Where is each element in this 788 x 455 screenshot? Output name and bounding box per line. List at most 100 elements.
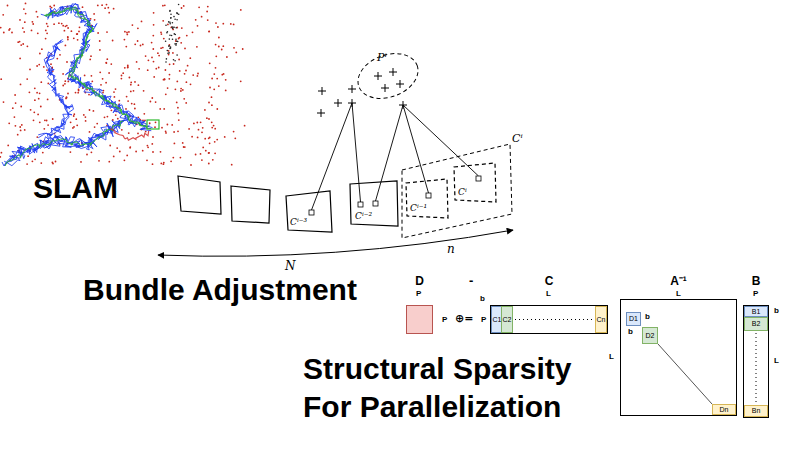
map-point [208,152,210,154]
cell-label: Cn [597,316,606,324]
map-point [133,90,135,92]
map-point [19,126,21,128]
map-point [77,92,79,94]
map-point [127,67,129,69]
map-point [204,109,206,111]
map-point [45,30,47,32]
point-set-ellipse: Pⁱ [355,50,421,102]
map-point [36,136,38,138]
map-point [30,109,32,111]
map-point [190,164,192,166]
map-point [128,132,130,134]
slam-point-cloud [0,3,246,167]
map-point [125,46,127,48]
map-point [1,152,3,154]
map-point [85,116,87,118]
map-point [233,24,235,26]
map-point [8,122,10,124]
map-point [138,68,140,70]
map-point [46,23,48,25]
map-point [67,93,69,95]
map-point [62,73,64,75]
map-point [163,79,165,81]
map-point [175,34,177,36]
map-point [161,127,163,129]
map-point [143,113,145,115]
cell-label: C1 [493,316,502,324]
map-point [124,67,126,69]
map-point [0,78,2,80]
dimension-label: n [447,242,455,256]
map-point [209,62,211,64]
map-point [164,4,166,6]
map-point [164,78,166,80]
map-point [169,44,171,46]
map-point [67,27,69,29]
map-point [158,67,160,69]
map-point [172,22,174,24]
map-point [37,16,39,18]
map-point [42,152,44,154]
slam-trajectory [45,4,149,127]
camera-frame: Cⁱ [453,162,497,204]
map-point [174,143,176,145]
map-point [34,87,36,89]
map-point [202,147,204,149]
map-point [178,38,180,40]
map-point [90,55,92,57]
map-point [15,102,17,104]
map-point [180,157,182,159]
map-point [172,39,174,41]
map-point [169,48,171,50]
map-point [153,61,155,63]
map-point [78,31,80,33]
map-point [225,90,227,92]
map-point [200,121,202,123]
map-point [152,151,154,153]
map-point [65,45,67,47]
camera-label: Cⁱ⁻² [355,211,372,221]
map-point [126,155,128,157]
map-point [197,75,199,77]
matrix-cell: Bn [744,405,768,417]
map-point [234,137,236,139]
map-point [222,23,224,25]
map-point [146,159,148,161]
map-point [89,131,91,133]
map-point [46,32,48,34]
camera-label: Cⁱ⁻¹ [410,203,427,213]
map-point [78,89,80,91]
matrix-name: A⁻¹ [670,274,687,288]
map-point [106,58,108,60]
map-point [7,5,9,7]
map-point [155,101,157,103]
map-point [21,124,23,126]
map-point [73,115,75,117]
map-point [108,72,110,74]
slam-trajectory [44,7,146,128]
map-point [195,154,197,156]
map-point [29,91,31,93]
map-point [65,98,67,100]
map-point [31,30,33,32]
map-point [121,78,123,80]
map-point [240,9,242,11]
map-point [167,124,169,126]
map-point [242,48,244,50]
map-point [208,137,210,139]
map-point [169,74,171,76]
map-point [167,50,169,52]
map-point [176,81,178,83]
map-point [211,121,213,123]
map-point [85,120,87,122]
map-point [3,32,5,34]
map-point [43,128,45,130]
map-point [197,73,199,75]
map-point [226,56,228,58]
map-point [41,48,43,50]
map-point [106,62,108,64]
map-point [180,90,182,92]
map-point [170,160,172,162]
map-point [176,19,178,21]
map-point [43,66,45,68]
